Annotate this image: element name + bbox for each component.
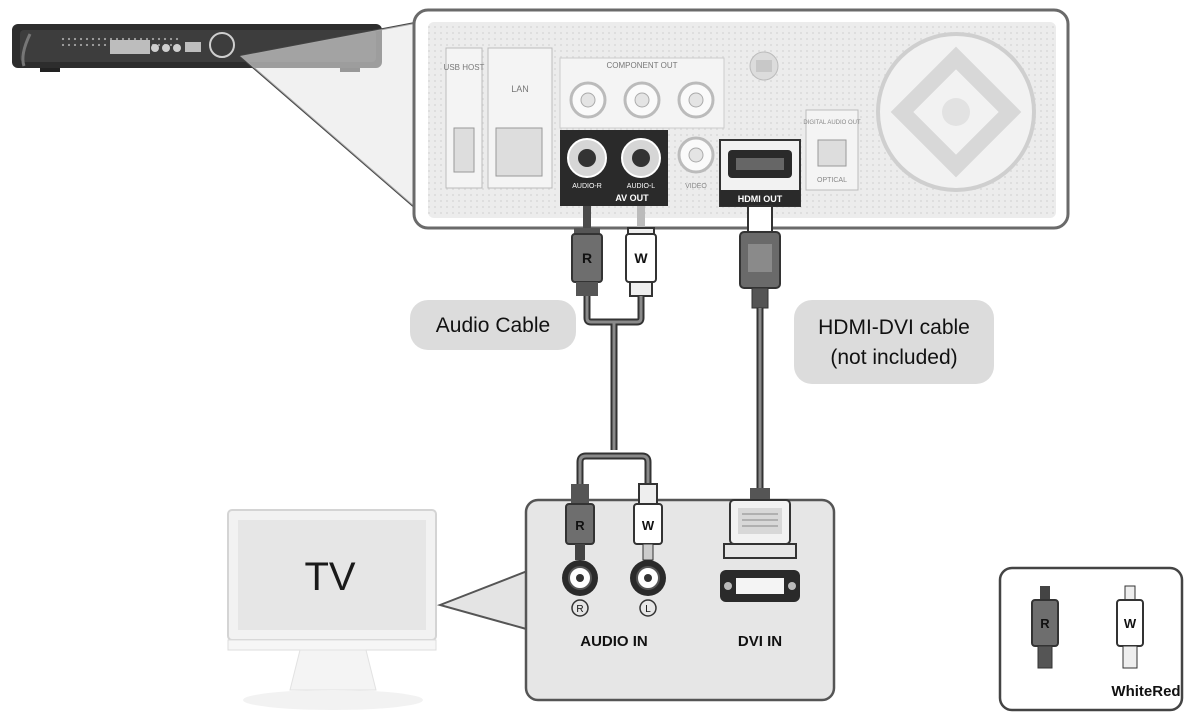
dvi-in-label: DVI IN [738,633,782,650]
hdmi-out-panel [719,139,801,207]
hdmi-dvi-label-line1: HDMI-DVI cable [818,316,970,339]
av-out-label: AV OUT [615,193,649,203]
hdmi-out-label: HDMI OUT [738,194,783,204]
optical-port [805,109,859,191]
av-out-panel [560,130,668,206]
usb-label: USB HOST [444,63,485,72]
hdmi-dvi-callout [794,300,994,384]
legend-white-letter: W [1124,616,1137,631]
dvi-plug [723,488,797,559]
white-audio-plug-bottom [633,483,663,561]
video-label: VIDEO [685,183,707,190]
player-rear-panel: USB HOST LAN COMPONENT OUT VIDEO [412,8,1070,230]
red-audio-plug-top [571,206,603,296]
audio-cable-callout [410,300,576,350]
jack-l-marker [639,599,657,617]
lan-port [487,47,553,189]
tv-label: TV [304,555,355,599]
white-audio-plug-top [625,206,657,297]
red-plug-top-letter: R [582,250,592,266]
audio-cable-label: Audio Cable [436,314,550,337]
component-out-jacks [569,81,715,119]
white-plug-top-letter: W [634,250,648,266]
digital-audio-out-label: DIGITAL AUDIO OUT [803,120,861,126]
fan-grille [876,32,1036,192]
screw-icon [749,51,779,81]
dvi-in-port [720,570,800,602]
usb-port [445,47,483,189]
red-audio-plug-bottom [565,484,595,560]
jack-r-marker [571,599,589,617]
legend-red-letter: R [1040,616,1050,631]
audio-in-jacks [562,560,666,596]
white-plug-bottom-letter: W [642,518,655,533]
jack-r-label: R [576,604,583,615]
audio-cable-wire-inner [578,296,650,484]
zoom-callout-lines [239,21,421,213]
plug-color-legend [998,566,1184,712]
red-plug-bottom-letter: R [575,518,585,533]
audio-in-label: AUDIO IN [580,633,648,650]
hdmi-dvi-label-line2: (not included) [830,346,957,369]
legend-caption: WhiteRed [1111,683,1180,700]
audio-l-label: AUDIO-L [627,183,656,190]
audio-r-label: AUDIO-R [572,183,602,190]
jack-l-label: L [645,604,651,615]
component-out-label: COMPONENT OUT [607,61,678,70]
tv-device [227,509,437,710]
hdmi-plug [739,205,781,309]
lan-label: LAN [511,84,529,94]
optical-label: OPTICAL [817,177,847,184]
tv-panel-callout-pointer [436,568,531,632]
